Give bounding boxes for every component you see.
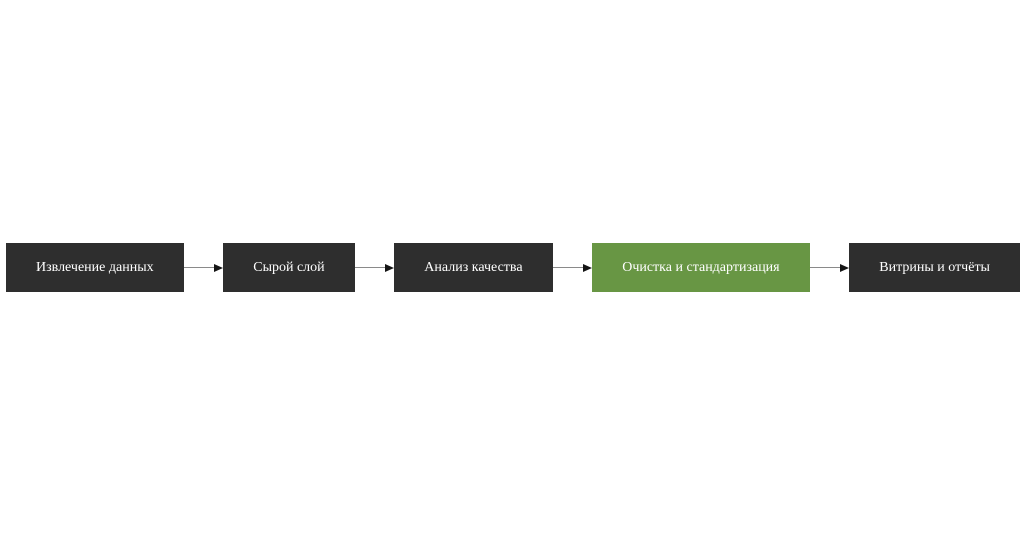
flow-node-label: Витрины и отчёты — [879, 259, 990, 275]
arrow-line — [183, 266, 215, 269]
arrow-head-icon — [385, 263, 395, 272]
arrow-line — [354, 266, 386, 269]
flow-node-raw-layer: Сырой слой — [223, 243, 355, 292]
flow-arrow-cleaning-standardization-to-marts-and-reports — [809, 243, 850, 292]
flow-arrow-raw-layer-to-quality-analysis — [354, 243, 395, 292]
arrow-head-icon — [214, 263, 224, 272]
flow-node-label: Анализ качества — [424, 259, 523, 275]
arrow-line — [552, 266, 584, 269]
flow-node-label: Сырой слой — [253, 259, 325, 275]
arrow-head-icon — [583, 263, 593, 272]
flow-arrow-data-extraction-to-raw-layer — [183, 243, 224, 292]
flow-node-data-extraction: Извлечение данных — [6, 243, 184, 292]
flow-node-cleaning-standardization: Очистка и стандартизация — [592, 243, 810, 292]
flow-node-quality-analysis: Анализ качества — [394, 243, 553, 292]
flow-arrow-quality-analysis-to-cleaning-standardization — [552, 243, 593, 292]
flow-node-label: Извлечение данных — [36, 259, 154, 275]
pipeline-diagram: Извлечение данных Сырой слой Анализ каче… — [6, 243, 1020, 292]
flow-node-marts-and-reports: Витрины и отчёты — [849, 243, 1020, 292]
arrow-head-icon — [840, 263, 850, 272]
flow-node-label: Очистка и стандартизация — [622, 259, 780, 275]
arrow-line — [809, 266, 841, 269]
